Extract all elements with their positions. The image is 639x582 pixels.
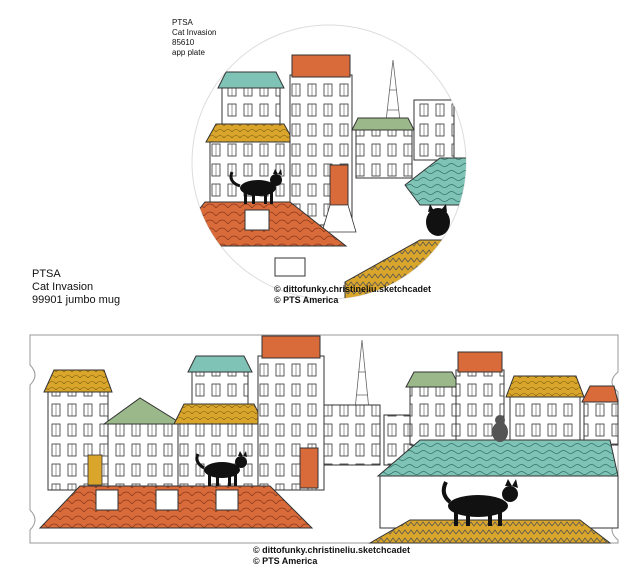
plate-credit-line2: © PTS America [274, 295, 339, 305]
plate-cat-walking [229, 169, 282, 204]
plate-eiffel-tower [384, 59, 402, 131]
mug-product: 99901 jumbo mug [32, 294, 121, 306]
mug-house-right [405, 351, 619, 446]
mug-dormer-2 [155, 489, 179, 511]
plate-chimney [274, 257, 306, 277]
mug-eiffel-tower [353, 339, 371, 421]
plate-label: PTSA Cat Invasion 85610 app plate [172, 18, 216, 58]
mug-house-middle [323, 404, 421, 466]
mug-wrap [29, 334, 619, 544]
plate-house-right [351, 99, 455, 179]
plate-brand: PTSA [172, 18, 193, 27]
mug-house-green [102, 397, 184, 491]
mug-credit-line1: © dittofunky.christineliu.sketchcadet [253, 545, 410, 555]
plate-code: 85610 [172, 38, 195, 47]
mug-cat-sitting [492, 415, 508, 442]
plate [191, 24, 467, 300]
mug-design-name: Cat Invasion [32, 281, 94, 293]
mug-teal-roof [376, 439, 619, 477]
mug-credit-line2: © PTS America [253, 556, 318, 566]
plate-dormer-window [244, 209, 270, 231]
mug-brand: PTSA [32, 268, 61, 280]
mug-dormer-1 [95, 489, 119, 511]
plate-cat-peeking [426, 204, 450, 236]
plate-credit-line1: © dittofunky.christineliu.sketchcadet [274, 284, 431, 294]
mug-cat-left [195, 451, 247, 486]
plate-product: app plate [172, 48, 205, 57]
mug-house-tall [257, 335, 325, 491]
mug-cat-right [441, 479, 518, 526]
plate-house-mustard [205, 123, 295, 211]
plate-house-teal [217, 71, 285, 129]
plate-design-name: Cat Invasion [172, 28, 217, 37]
plate-house-tall [289, 54, 357, 233]
mug-credit: © dittofunky.christineliu.sketchcadet © … [253, 545, 410, 567]
mug-dormer-3 [215, 489, 239, 511]
plate-teal-roof [404, 157, 466, 206]
mug-house-left [43, 369, 113, 491]
plate-credit: © dittofunky.christineliu.sketchcadet © … [274, 284, 431, 306]
mug-label: PTSA Cat Invasion 99901 jumbo mug [32, 268, 120, 307]
mug-zigzag-roof [368, 519, 612, 544]
